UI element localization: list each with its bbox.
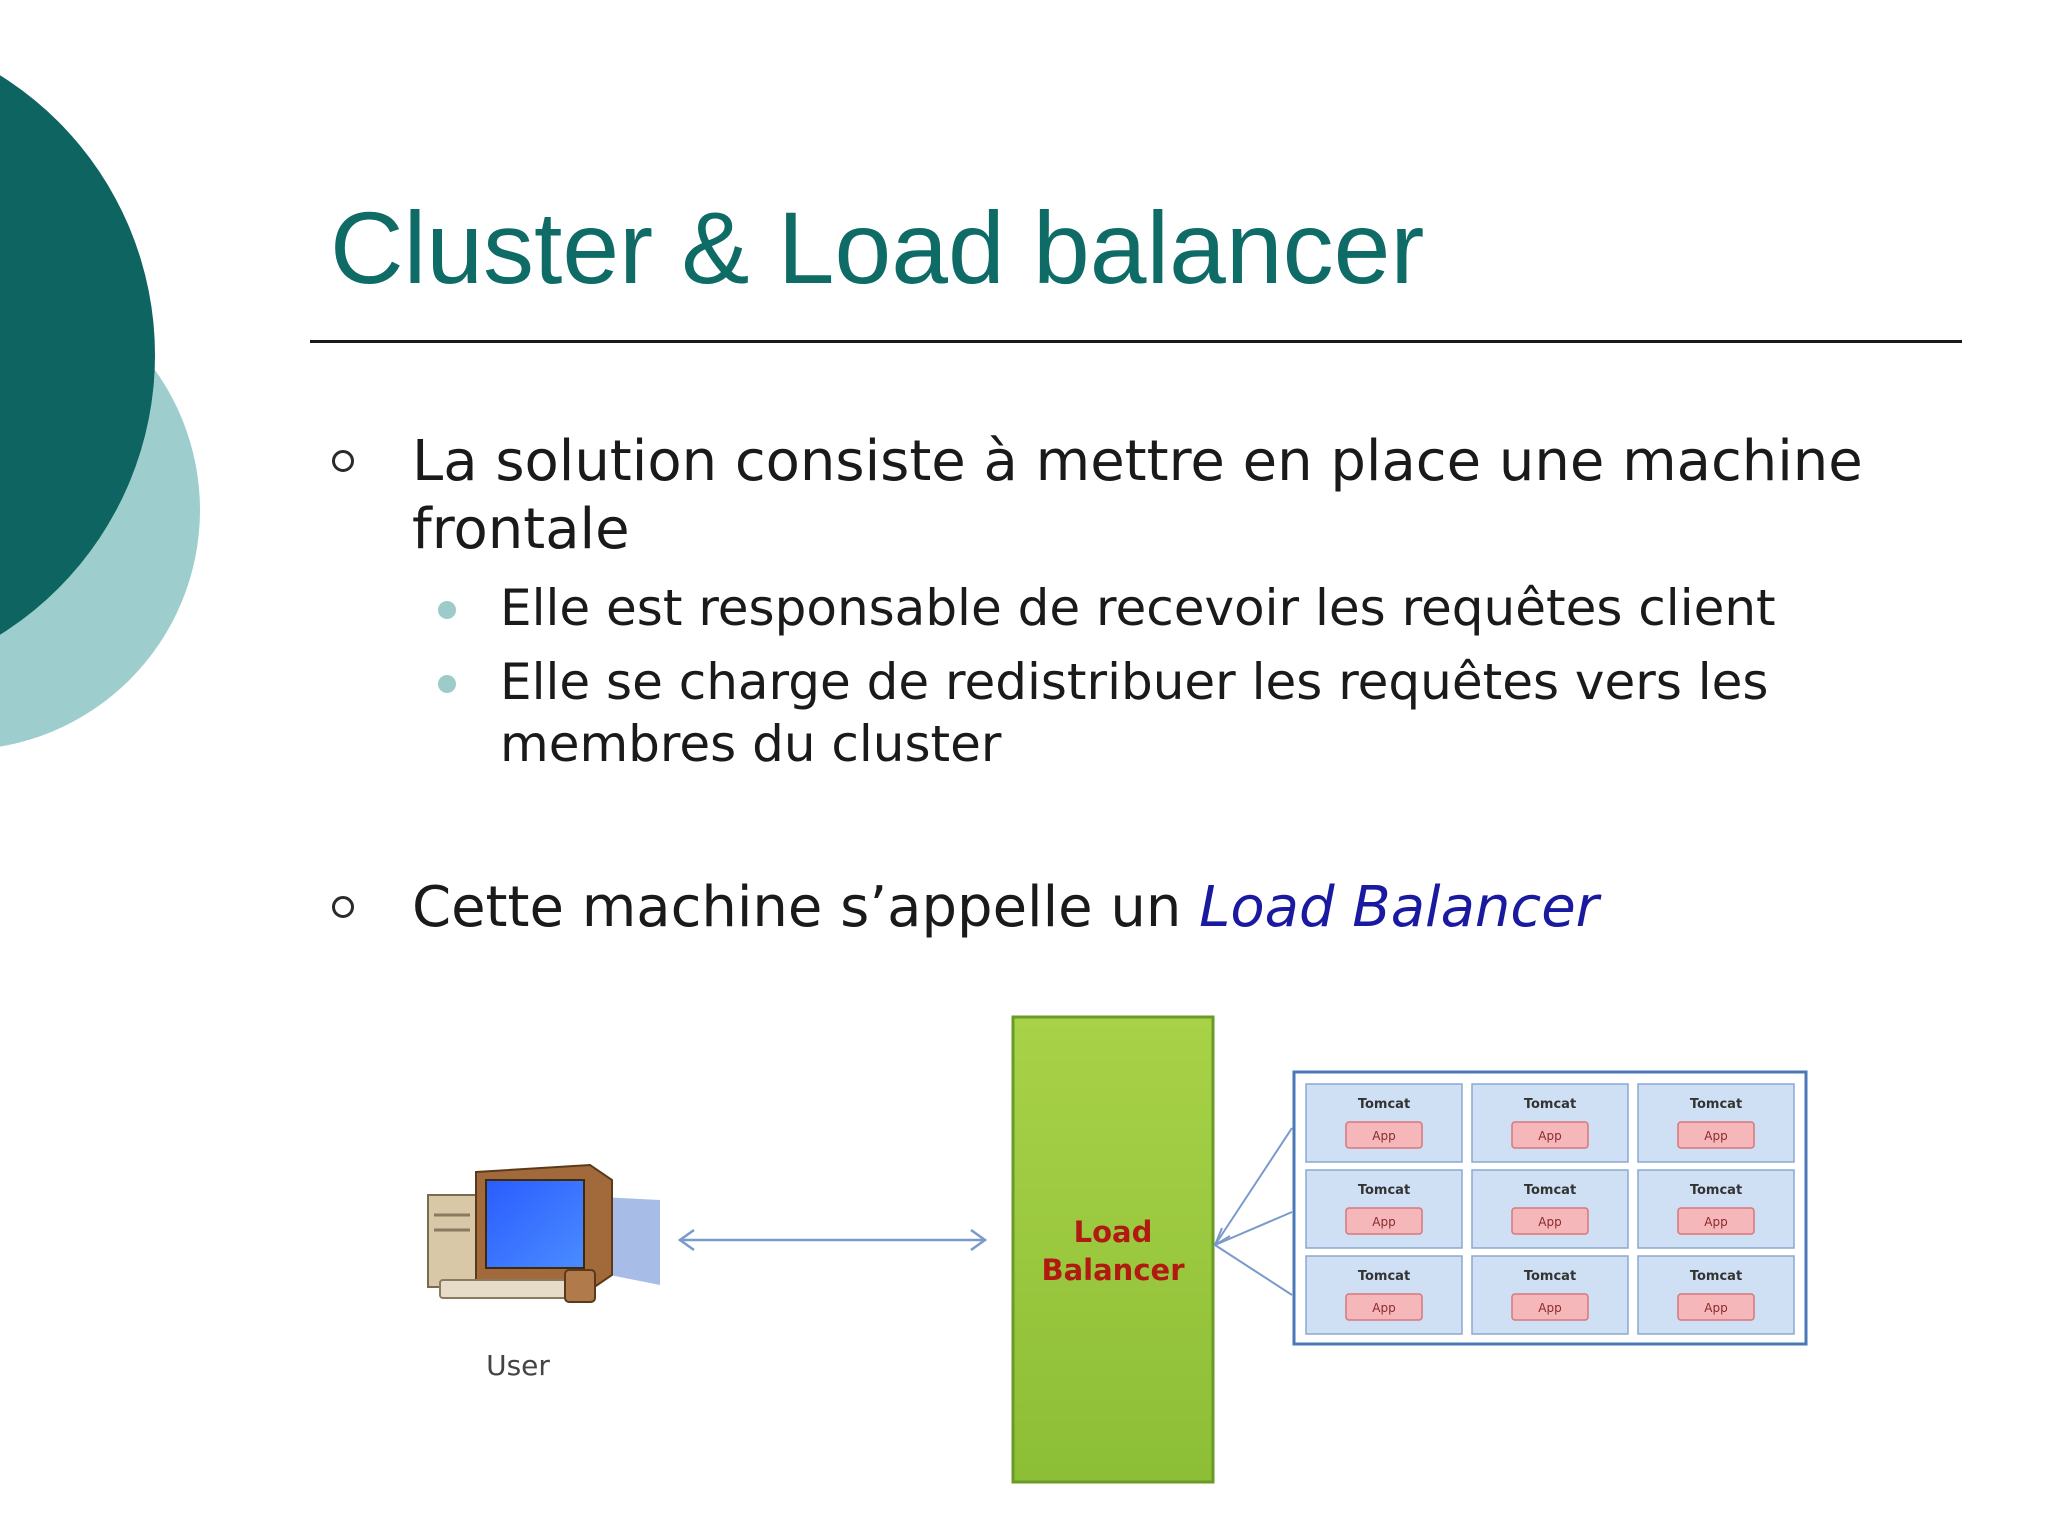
tomcat-label: Tomcat bbox=[1524, 1269, 1576, 1284]
app-box bbox=[1511, 1293, 1589, 1321]
app-label: App bbox=[1372, 1215, 1395, 1229]
tomcat-label: Tomcat bbox=[1690, 1183, 1742, 1198]
app-box bbox=[1511, 1207, 1589, 1235]
user-label: User bbox=[486, 1349, 550, 1382]
bullet-text: La solution consiste à mettre en place u… bbox=[412, 429, 1863, 562]
app-box bbox=[1345, 1293, 1423, 1321]
load-balancer-label: Load bbox=[1074, 1215, 1153, 1249]
subbullet-text: Elle se charge de redistribuer les requê… bbox=[500, 653, 1769, 773]
hollow-bullet-icon bbox=[332, 896, 354, 918]
app-label: App bbox=[1704, 1301, 1727, 1315]
app-box bbox=[1345, 1121, 1423, 1149]
tomcat-label: Tomcat bbox=[1524, 1183, 1576, 1198]
title-divider bbox=[310, 340, 1962, 343]
tomcat-label: Tomcat bbox=[1358, 1269, 1410, 1284]
app-label: App bbox=[1538, 1215, 1561, 1229]
tomcat-label: Tomcat bbox=[1524, 1097, 1576, 1112]
app-label: App bbox=[1704, 1129, 1727, 1143]
load-balancer-emphasis: Load Balancer bbox=[1199, 875, 1599, 940]
subbullet-text: Elle est responsable de recevoir les req… bbox=[500, 579, 1776, 637]
dot-bullet-icon bbox=[438, 675, 456, 693]
decorative-circles bbox=[0, 75, 200, 747]
user-balancer-arrow bbox=[677, 1228, 988, 1252]
user-computer-icon bbox=[427, 1163, 660, 1303]
app-label: App bbox=[1704, 1215, 1727, 1229]
load-balancer-label: Balancer bbox=[1042, 1253, 1186, 1287]
bullet-text: Cette machine s’appelle un Load Balancer bbox=[412, 875, 1599, 940]
app-label: App bbox=[1372, 1129, 1395, 1143]
hollow-bullet-icon bbox=[332, 450, 354, 472]
load-balancer-box bbox=[1011, 1015, 1215, 1484]
dot-bullet-icon bbox=[438, 601, 456, 619]
app-label: App bbox=[1372, 1301, 1395, 1315]
app-label: App bbox=[1538, 1301, 1561, 1315]
tomcat-label: Tomcat bbox=[1358, 1097, 1410, 1112]
app-box bbox=[1345, 1207, 1423, 1235]
cluster-grid: TomcatAppTomcatAppTomcatAppTomcatAppTomc… bbox=[1305, 1083, 1795, 1335]
tomcat-label: Tomcat bbox=[1690, 1269, 1742, 1284]
app-box bbox=[1511, 1121, 1589, 1149]
tomcat-label: Tomcat bbox=[1358, 1183, 1410, 1198]
app-box bbox=[1677, 1121, 1755, 1149]
app-box bbox=[1677, 1207, 1755, 1235]
app-box bbox=[1677, 1293, 1755, 1321]
cluster-arrows bbox=[1212, 1127, 1293, 1296]
tomcat-label: Tomcat bbox=[1690, 1097, 1742, 1112]
slide-title: Cluster & Load balancer bbox=[330, 191, 1425, 305]
app-label: App bbox=[1538, 1129, 1561, 1143]
